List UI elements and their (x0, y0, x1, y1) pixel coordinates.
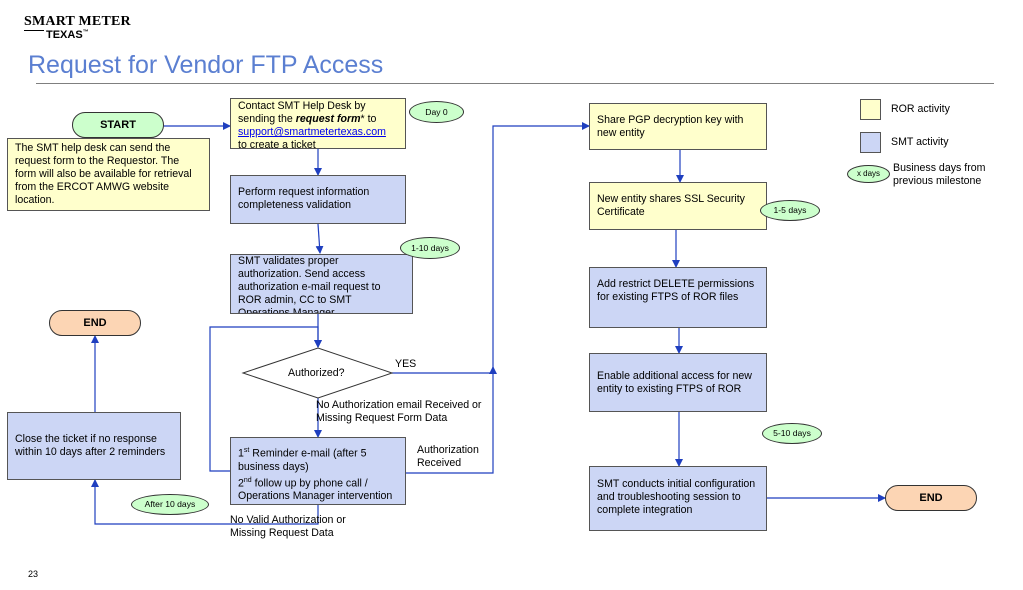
start-note: The SMT help desk can send the request f… (7, 138, 210, 211)
legend-ror-label: ROR activity (891, 103, 950, 115)
after-10-days-oval: After 10 days (131, 494, 209, 515)
logo-line-2: TEXAS™ (46, 29, 89, 41)
legend-days-label: Business days from previous milestone (893, 162, 986, 187)
close-ticket-box: Close the ticket if no response within 1… (7, 412, 181, 480)
title-divider (36, 83, 994, 84)
end-terminal-left: END (49, 310, 141, 336)
legend-ror-swatch (860, 99, 881, 120)
legend-days-oval: x days (847, 165, 890, 183)
reminder-box: 1st Reminder e-mail (after 5 business da… (230, 437, 406, 505)
days-1-10-oval: 1-10 days (400, 237, 460, 259)
logo-line-1: SMART METER (24, 14, 131, 29)
support-email-link[interactable]: support@smartmetertexas.com (238, 126, 386, 138)
decision-label: Authorized? (288, 367, 345, 379)
page-number: 23 (28, 569, 39, 579)
legend-smt-label: SMT activity (891, 136, 949, 148)
authorization-received-label: Authorization Received (417, 444, 479, 469)
ssl-certificate-box: New entity shares SSL Security Certifica… (589, 182, 767, 230)
start-terminal: START (72, 112, 164, 138)
decision-diamond (241, 347, 394, 399)
contact-helpdesk-box: Contact SMT Help Desk by sending the req… (230, 98, 406, 149)
day-0-oval: Day 0 (409, 101, 464, 123)
restrict-delete-box: Add restrict DELETE permissions for exis… (589, 267, 767, 328)
configuration-box: SMT conducts initial configuration and t… (589, 466, 767, 531)
days-5-10-oval: 5-10 days (762, 423, 822, 444)
yes-label: YES (395, 358, 417, 370)
page-title: Request for Vendor FTP Access (28, 51, 384, 79)
days-1-5-oval: 1-5 days (760, 200, 820, 221)
validation-box: Perform request information completeness… (230, 175, 406, 224)
no-valid-authorization-label: No Valid Authorization or Missing Reques… (230, 514, 346, 539)
enable-access-box: Enable additional access for new entity … (589, 353, 767, 412)
legend-smt-swatch (860, 132, 881, 153)
end-terminal-right: END (885, 485, 977, 511)
no-authorization-label: No Authorization email Received or Missi… (316, 399, 482, 424)
authorization-box: SMT validates proper authorization. Send… (230, 254, 413, 314)
logo-rule (24, 30, 44, 31)
share-pgp-box: Share PGP decryption key with new entity (589, 103, 767, 150)
